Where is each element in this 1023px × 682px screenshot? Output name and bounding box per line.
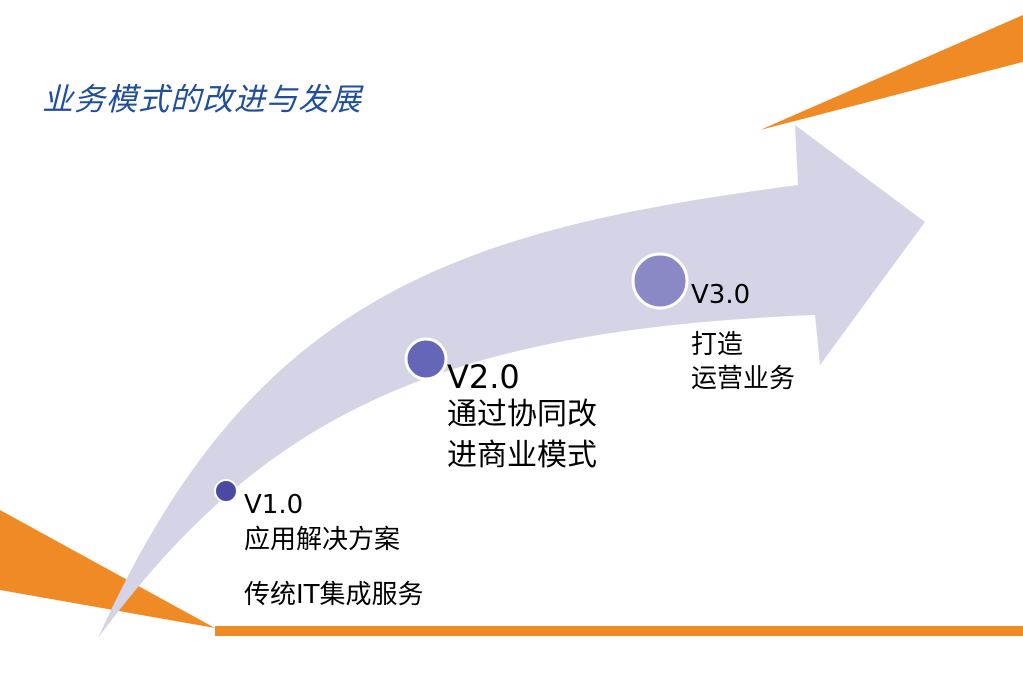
stage-version-v1: V1.0 (244, 490, 304, 520)
stage-description-v3-line1: 打造 (691, 330, 744, 360)
top-right-accent (760, 15, 1023, 130)
page-title: 业务模式的改进与发展 (42, 82, 362, 118)
growth-arrow (98, 125, 925, 638)
stage-dot-v1 (214, 479, 238, 503)
stage-description-v2-line2: 进商业模式 (447, 438, 597, 473)
bottom-left-accent (0, 510, 215, 628)
stage-version-v2: V2.0 (447, 358, 520, 396)
stage-description-v1: 应用解决方案 (244, 525, 401, 555)
bottom-orange-bar (215, 626, 1023, 636)
stage-dot-v2 (404, 337, 448, 381)
stage-base-note-v1: 传统IT集成服务 (244, 580, 424, 610)
stage-description-v2-line1: 通过协同改 (447, 397, 597, 432)
stage-version-v3: V3.0 (691, 280, 751, 310)
stage-dot-v3 (631, 252, 689, 310)
stage-description-v3-line2: 运营业务 (691, 364, 796, 394)
